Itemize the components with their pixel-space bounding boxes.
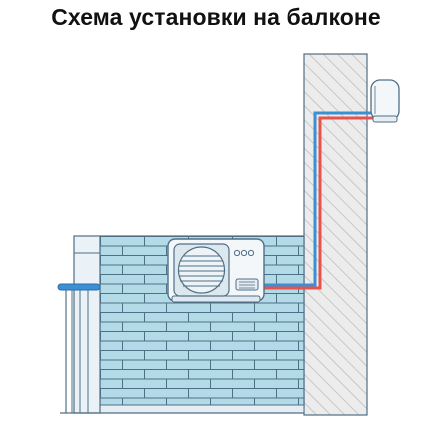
refrigerant-pipes	[262, 111, 376, 290]
status-lights-icon	[233, 249, 255, 257]
outdoor-ac-unit	[167, 238, 265, 303]
diagram-title: Схема установки на балконе	[51, 4, 381, 30]
building-wall	[303, 53, 368, 416]
indoor-ac-unit	[370, 79, 400, 123]
refrigerant-pipe-blue	[262, 111, 376, 287]
refrigerant-pipe-red	[262, 116, 376, 290]
fan-grille-icon	[173, 243, 230, 297]
balcony-railing	[57, 235, 304, 414]
